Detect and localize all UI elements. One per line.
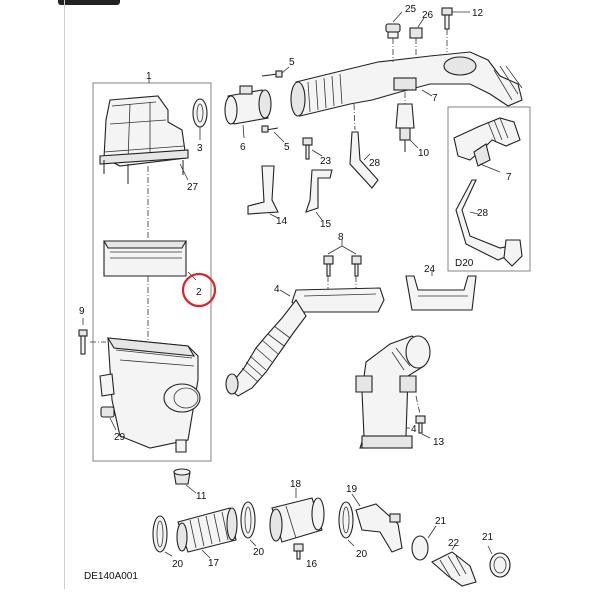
callout-11: 11	[196, 491, 207, 502]
grommet-29	[100, 406, 115, 418]
breather-hose-28	[349, 131, 379, 189]
callout-5-upper: 5	[289, 57, 295, 68]
callout-13: 13	[433, 437, 445, 448]
callout-28-main: 28	[369, 158, 381, 169]
callout-7-main: 7	[432, 93, 438, 104]
callout-29: 29	[114, 432, 126, 443]
air-filter-element	[103, 240, 187, 277]
callout-17: 17	[208, 558, 220, 569]
inset-hose	[455, 179, 513, 261]
diagram-code: DE140A001	[84, 571, 138, 582]
callout-28-inset: 28	[477, 208, 489, 219]
callout-27: 27	[187, 182, 199, 193]
bolt-16	[293, 543, 304, 560]
panel-24	[405, 275, 477, 311]
callout-9: 9	[79, 306, 85, 317]
callout-23: 23	[320, 156, 332, 167]
air-cleaner-assembly-frame	[92, 82, 212, 462]
mass-air-flow-sensor	[224, 85, 272, 125]
callout-22: 22	[448, 538, 460, 549]
callout-5-lower: 5	[284, 142, 290, 153]
callout-2: 2	[196, 287, 202, 298]
callout-1: 1	[146, 71, 152, 82]
seal-ring	[192, 98, 208, 128]
elbow-19	[355, 503, 403, 553]
clamp-20-left	[152, 515, 168, 553]
bolt-8-right	[351, 255, 362, 277]
callout-6: 6	[240, 142, 246, 153]
callout-21-left: 21	[435, 516, 447, 527]
callout-4-lower: 4	[411, 424, 417, 435]
callout-26: 26	[422, 10, 434, 21]
callout-16: 16	[306, 559, 318, 570]
nut-26	[409, 27, 423, 39]
bolt-9	[78, 329, 88, 355]
highlight-circle	[181, 272, 217, 308]
callout-25: 25	[405, 4, 417, 15]
callout-15: 15	[320, 219, 332, 230]
bolt-12	[441, 7, 453, 30]
callout-14: 14	[276, 216, 288, 227]
grommet-11	[173, 468, 191, 485]
callout-21-right: 21	[482, 532, 494, 543]
hose-22	[431, 551, 477, 587]
inset-label: D20	[455, 258, 474, 269]
inset-d20-frame	[447, 106, 531, 272]
screw-5-upper	[261, 70, 283, 78]
callout-4-upper: 4	[274, 284, 280, 295]
bracket-14	[247, 165, 279, 215]
screw-5-lower	[261, 125, 279, 133]
resonator-18	[269, 497, 325, 543]
clamp-20-right	[338, 501, 354, 539]
air-duct-upper	[225, 287, 385, 397]
callout-20-left: 20	[172, 559, 184, 570]
callout-7-inset: 7	[506, 172, 512, 183]
air-cleaner-housing	[99, 337, 201, 453]
window-edge	[58, 0, 120, 5]
callout-12: 12	[472, 8, 484, 19]
intake-tube	[290, 51, 523, 117]
bolt-8-left	[323, 255, 334, 277]
air-cleaner-cover	[99, 95, 189, 184]
callout-20-mid: 20	[253, 547, 265, 558]
callout-3: 3	[197, 143, 203, 154]
callout-24: 24	[424, 264, 436, 275]
callout-10: 10	[418, 148, 430, 159]
bolt-23	[302, 137, 313, 160]
clamp-21-left	[411, 535, 429, 561]
callout-18: 18	[290, 479, 302, 490]
air-duct-elbow	[355, 335, 431, 449]
clamp-20-mid	[240, 501, 256, 539]
callout-8: 8	[338, 232, 344, 243]
bracket-15	[305, 169, 333, 213]
callout-20-right: 20	[356, 549, 368, 560]
page-margin-rule	[64, 0, 65, 589]
callout-19: 19	[346, 484, 358, 495]
mount-10	[395, 103, 415, 152]
inset-tube	[453, 117, 521, 167]
clip-25	[385, 23, 401, 39]
hose-17	[176, 507, 238, 553]
bolt-13	[415, 415, 426, 434]
clamp-21-right	[489, 552, 511, 578]
